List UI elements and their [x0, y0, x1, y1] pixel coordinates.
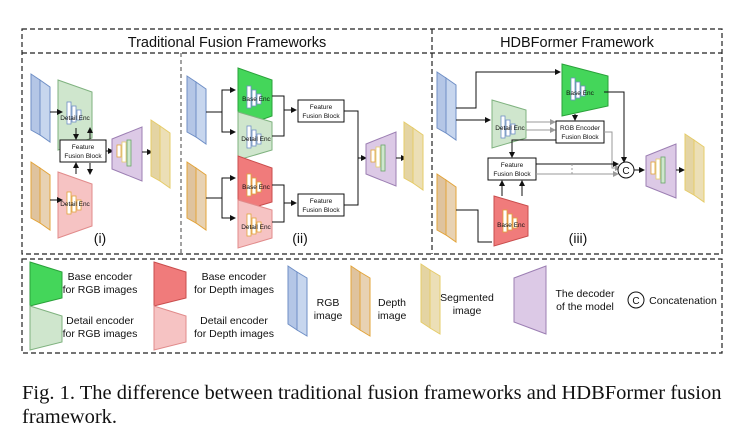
panel-iii: Detail Enc Base Enc RGB Encoder Fusion B…	[436, 63, 705, 247]
legend-detail-depth-swatch	[153, 305, 187, 351]
detail-encoder-rgb-iii: Detail Enc	[491, 99, 527, 149]
base-encoder-depth-iii: Base Enc	[493, 195, 529, 247]
base-encoder-rgb-iii: Base Enc	[561, 63, 609, 117]
legend-rgb-line1: RGB	[317, 297, 340, 309]
detail-encoder-depth-i: Detail Enc	[57, 171, 93, 239]
svg-text:Base Enc: Base Enc	[497, 222, 526, 229]
svg-text:Fusion Block: Fusion Block	[64, 153, 102, 160]
svg-text:Detail Enc: Detail Enc	[60, 115, 90, 122]
legend-segmented-line2: image	[453, 305, 482, 317]
legend-base-depth-line2: for Depth images	[194, 284, 274, 296]
svg-text:Feature: Feature	[310, 198, 333, 205]
detail-encoder-rgb-ii: Detail Enc	[237, 111, 273, 161]
legend-decoder-line1: The decoder	[556, 288, 615, 300]
legend-detail-depth-line1: Detail encoder	[200, 315, 268, 327]
svg-text:Feature: Feature	[72, 144, 95, 151]
legend-concatenation-label: Concatenation	[649, 295, 717, 307]
svg-text:Detail Enc: Detail Enc	[495, 125, 525, 132]
svg-text:Base Enc: Base Enc	[242, 96, 271, 103]
panel-label-iii: (iii)	[569, 230, 588, 246]
legend-base-rgb-line2: for RGB images	[63, 284, 138, 296]
legend-depth-line2: image	[378, 310, 407, 322]
panel-i: Detail Enc Detail Enc Feature Fusion Blo…	[30, 73, 171, 246]
svg-text:RGB Encoder: RGB Encoder	[560, 125, 601, 132]
panel-label-i: (i)	[94, 230, 106, 246]
legend-base-depth-swatch	[153, 261, 187, 307]
legend-detail-rgb-line2: for RGB images	[63, 328, 138, 340]
concatenation-icon: C	[617, 161, 635, 179]
svg-text:C: C	[632, 296, 639, 307]
svg-text:Fusion Block: Fusion Block	[493, 171, 531, 178]
svg-text:Base Enc: Base Enc	[566, 90, 595, 97]
legend-base-rgb-line1: Base encoder	[68, 271, 133, 283]
legend-segmented-line1: Segmented	[440, 292, 494, 304]
svg-text:Base Enc: Base Enc	[242, 184, 271, 191]
detail-encoder-depth-ii: Detail Enc	[237, 199, 273, 249]
legend-decoder-line2: of the model	[556, 301, 614, 313]
legend: Base encoder for RGB images Detail encod…	[21, 258, 723, 354]
svg-text:Fusion Block: Fusion Block	[561, 134, 599, 141]
legend-depth-image-swatch	[350, 265, 371, 337]
legend-detail-rgb-line1: Detail encoder	[66, 315, 134, 327]
base-encoder-depth-ii: Base Enc	[237, 155, 273, 213]
svg-text:C: C	[622, 166, 629, 177]
svg-text:Detail Enc: Detail Enc	[60, 201, 90, 208]
panel-label-ii: (ii)	[292, 230, 308, 246]
svg-text:Detail Enc: Detail Enc	[241, 136, 271, 143]
legend-rgb-image-swatch	[287, 265, 308, 337]
svg-text:Detail Enc: Detail Enc	[241, 224, 271, 231]
svg-text:Fusion Block: Fusion Block	[302, 207, 340, 214]
panel-ii: Base Enc Detail Enc Feature Fusion Block…	[186, 67, 424, 249]
hdbformer-title: HDBFormer Framework	[500, 35, 655, 51]
legend-decoder-swatch	[513, 265, 547, 335]
figure-caption: Fig. 1. The difference between tradition…	[22, 382, 722, 428]
legend-rgb-line2: image	[314, 310, 343, 322]
outer-frame	[21, 28, 723, 255]
legend-detail-depth-line2: for Depth images	[194, 328, 274, 340]
legend-detail-rgb-swatch	[29, 305, 63, 351]
legend-depth-line1: Depth	[378, 297, 406, 309]
legend-base-depth-line1: Base encoder	[202, 271, 267, 283]
base-encoder-rgb-ii: Base Enc	[237, 67, 273, 129]
svg-text:Feature: Feature	[310, 104, 333, 111]
detail-encoder-rgb-i: Detail Enc	[57, 79, 93, 151]
svg-text:Fusion Block: Fusion Block	[302, 113, 340, 120]
legend-concatenation-icon: C	[627, 291, 645, 309]
legend-segmented-swatch	[420, 263, 441, 335]
traditional-title: Traditional Fusion Frameworks	[128, 35, 327, 51]
legend-base-rgb-swatch	[29, 261, 63, 307]
svg-text:Feature: Feature	[501, 162, 524, 169]
